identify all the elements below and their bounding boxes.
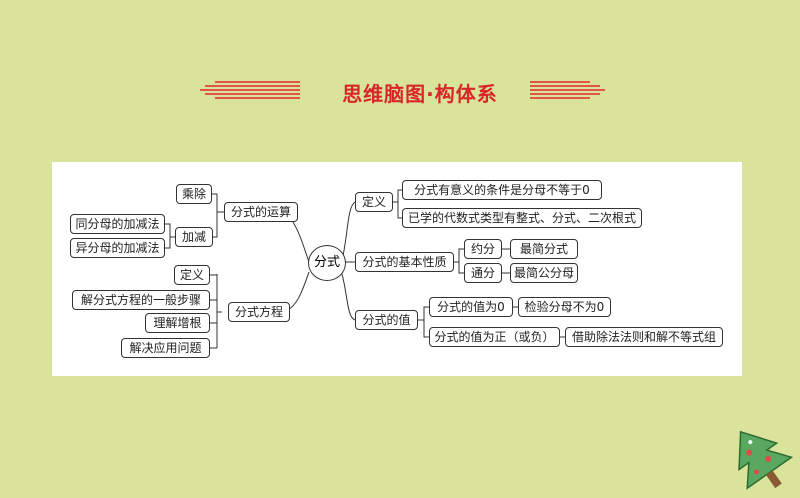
value-sign-node: 分式的值为正（或负） bbox=[429, 327, 560, 347]
extraneous-root-node: 理解增根 bbox=[145, 313, 210, 333]
eq-steps-node: 解分式方程的一般步骤 bbox=[72, 290, 210, 310]
mind-map: 分式 分式的运算 乘除 加减 同分母的加减法 异分母的加减法 分式方程 定义 解… bbox=[52, 162, 742, 376]
tree-decoration-icon bbox=[738, 430, 794, 490]
simplest-fraction-node: 最简分式 bbox=[510, 239, 578, 259]
definition-node: 定义 bbox=[355, 192, 393, 212]
same-denominator-node: 同分母的加减法 bbox=[70, 214, 165, 234]
meaningful-condition-node: 分式有意义的条件是分母不等于0 bbox=[402, 180, 602, 200]
lcd-node: 最简公分母 bbox=[510, 263, 578, 283]
banner-decoration bbox=[200, 81, 605, 99]
fraction-value-node: 分式的值 bbox=[355, 310, 418, 330]
value-zero-node: 分式的值为0 bbox=[429, 297, 513, 317]
mul-div-node: 乘除 bbox=[176, 184, 212, 204]
center-node: 分式 bbox=[308, 245, 346, 281]
ops-node: 分式的运算 bbox=[224, 202, 298, 222]
basic-property-node: 分式的基本性质 bbox=[355, 252, 454, 272]
reduce-node: 约分 bbox=[464, 239, 502, 259]
check-denominator-node: 检验分母不为0 bbox=[518, 297, 611, 317]
eq-definition-node: 定义 bbox=[174, 265, 210, 285]
equation-node: 分式方程 bbox=[228, 302, 290, 322]
connector-lines bbox=[165, 189, 565, 349]
page-title: 思维脑图·构体系 bbox=[342, 82, 498, 106]
expression-types-node: 已学的代数式类型有整式、分式、二次根式 bbox=[402, 208, 642, 228]
applications-node: 解决应用问题 bbox=[121, 338, 210, 358]
diff-denominator-node: 异分母的加减法 bbox=[70, 238, 165, 258]
common-denominator-node: 通分 bbox=[464, 263, 502, 283]
add-sub-node: 加减 bbox=[175, 227, 213, 247]
method-node: 借助除法法则和解不等式组 bbox=[565, 327, 723, 347]
